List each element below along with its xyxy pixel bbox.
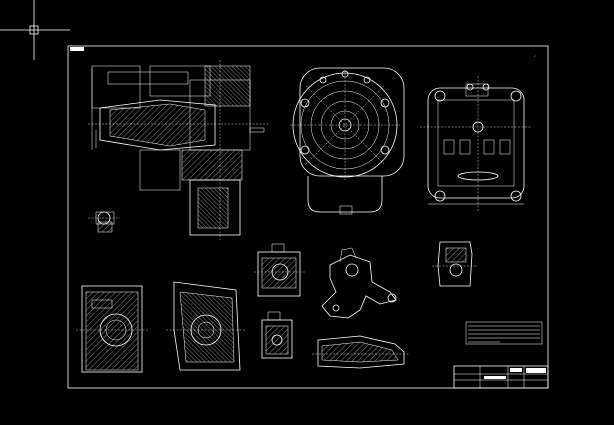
crosshair-cursor-icon <box>0 0 70 60</box>
bottom-shaft-view <box>312 335 410 369</box>
mid-section-view <box>254 243 306 297</box>
section-view-main <box>88 60 270 240</box>
bottom-small-section <box>261 311 293 359</box>
isometric-knuckle-view <box>321 247 397 319</box>
frame-tag <box>70 47 84 51</box>
right-small-part <box>432 241 478 287</box>
drawing-frame <box>67 45 549 389</box>
circular-end-view <box>290 67 405 215</box>
frame-mark: ✓ <box>534 54 536 58</box>
title-block <box>453 365 549 389</box>
flange-view <box>420 76 532 212</box>
technical-notes <box>465 321 543 345</box>
bottom-left-section-b <box>166 281 246 371</box>
bottom-left-section-a <box>76 285 148 373</box>
small-detail-left <box>88 211 120 233</box>
